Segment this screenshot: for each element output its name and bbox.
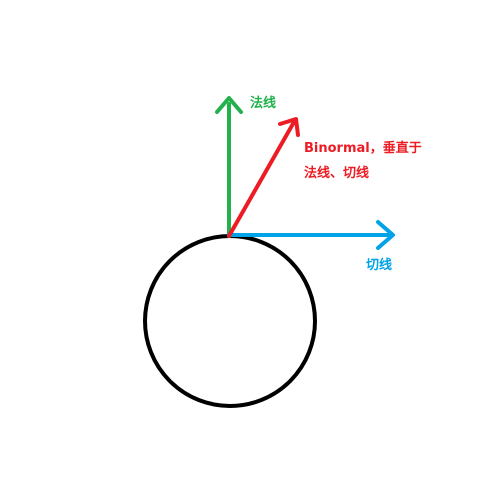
tangent-arrow bbox=[227, 220, 395, 250]
normal-arrow bbox=[215, 96, 243, 238]
binormal-label-line1: Binormal，垂直于 bbox=[304, 141, 422, 156]
binormal-label-line2: 法线、切线 bbox=[304, 166, 370, 181]
tangent-label: 切线 bbox=[366, 258, 393, 273]
circle-shape bbox=[143, 234, 317, 408]
binormal-arrow bbox=[227, 117, 300, 238]
normal-label: 法线 bbox=[250, 96, 277, 111]
